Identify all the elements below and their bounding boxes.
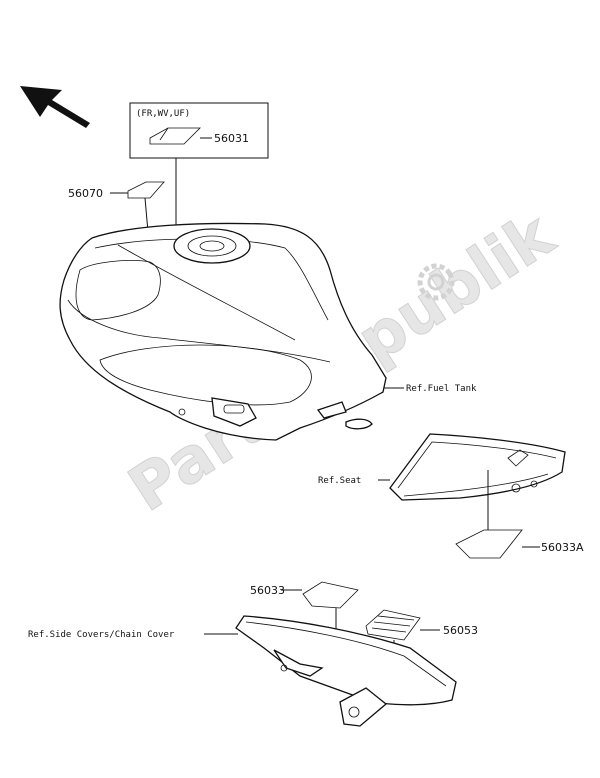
fuel-tank: Ref.Fuel Tank (59, 222, 477, 441)
variant-box: (FR,WV,UF) 56031 (129, 102, 269, 228)
part-number-56031: 56031 (214, 132, 249, 145)
part-number-56033a: 56033A (541, 541, 584, 554)
ref-fuel-tank: Ref.Fuel Tank (406, 384, 477, 394)
ref-side-covers: Ref.Side Covers/Chain Cover (28, 630, 175, 640)
part-number-56053: 56053 (443, 624, 478, 637)
chain-cover: Ref.Side Covers/Chain Cover (28, 615, 457, 727)
label-56070: 56070 (68, 181, 165, 233)
label-56031-shape (149, 127, 201, 145)
part-number-56033: 56033 (250, 584, 285, 597)
arrow-icon (20, 86, 90, 128)
variant-label: (FR,WV,UF) (136, 109, 190, 119)
ref-seat: Ref.Seat (318, 476, 361, 486)
gear-icon (417, 263, 455, 301)
part-number-56070: 56070 (68, 187, 103, 200)
seat: Ref.Seat (318, 433, 566, 501)
label-56033a: 56033A (455, 470, 584, 559)
seat-label-shape (507, 449, 529, 467)
